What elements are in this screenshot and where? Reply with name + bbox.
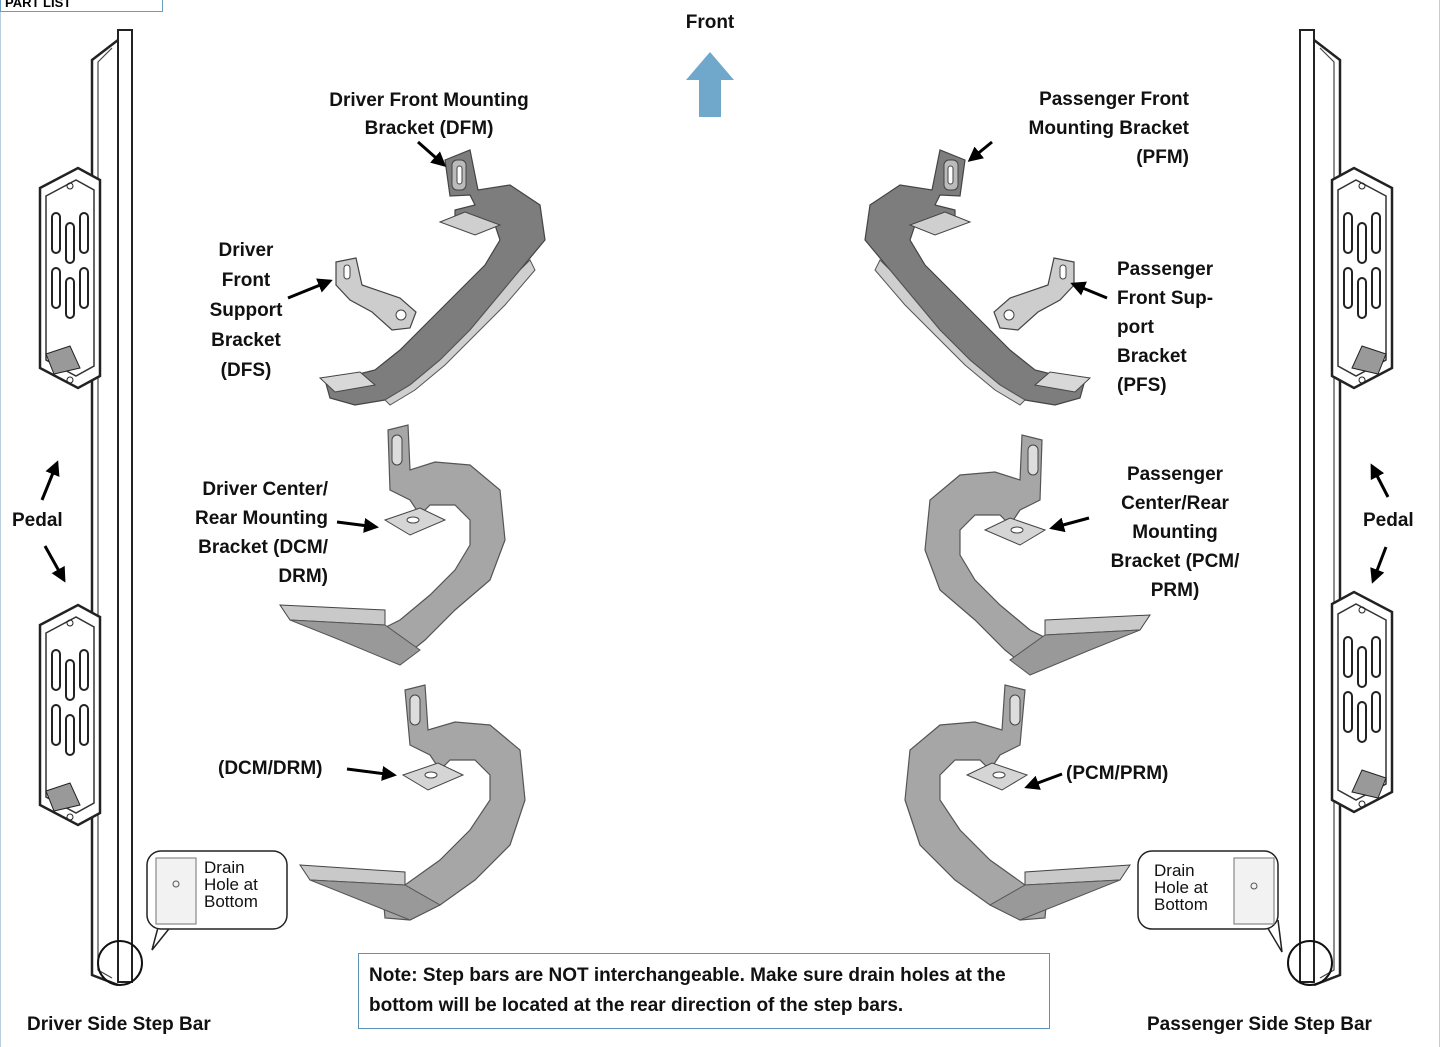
- label-pedal-right: Pedal: [1363, 510, 1414, 531]
- drain-callout-left: [97, 850, 288, 986]
- label-pfs: Passenger Front Sup- port Bracket (PFS): [1117, 259, 1214, 396]
- note-box: Note: Step bars are NOT interchangeable.…: [358, 953, 1050, 1029]
- label-pedal-left: Pedal: [12, 510, 63, 531]
- label-passenger-side-step-bar: Passenger Side Step Bar: [1147, 1014, 1372, 1035]
- driver-center-rear-bracket-1: [279, 424, 506, 666]
- label-drain-left: Drain Hole at Bottom: [204, 858, 258, 911]
- front-arrow-icon: [686, 52, 734, 117]
- passenger-step-bar: [1299, 29, 1394, 987]
- label-pcm-2: (PCM/PRM): [1066, 763, 1169, 784]
- label-dcm-2: (DCM/DRM): [218, 758, 323, 779]
- driver-center-rear-bracket-2: [299, 684, 526, 921]
- front-direction-label: Front: [685, 12, 735, 33]
- label-drain-right: Drain Hole at Bottom: [1154, 861, 1208, 914]
- label-pcm: Passenger Center/Rear Mounting Bracket (…: [1110, 464, 1240, 601]
- passenger-front-mounting-bracket: [864, 149, 1092, 406]
- passenger-center-rear-bracket-2: [904, 684, 1131, 921]
- drain-callout-right: [1137, 850, 1333, 986]
- driver-front-support-bracket: [335, 257, 417, 331]
- driver-front-mounting-bracket: [318, 149, 546, 406]
- label-dcm: Driver Center/ Rear Mounting Bracket (DC…: [195, 479, 328, 587]
- label-dfm: Driver Front Mounting Bracket (DFM): [329, 90, 529, 139]
- driver-pedal-upper: [38, 166, 102, 390]
- driver-step-bar: [38, 29, 133, 987]
- label-driver-side-step-bar: Driver Side Step Bar: [27, 1014, 211, 1035]
- label-pfm: Passenger Front Mounting Bracket (PFM): [1028, 89, 1189, 168]
- passenger-front-support-bracket: [993, 257, 1075, 331]
- driver-pedal-lower: [38, 603, 102, 827]
- label-dfs: Driver Front Support Bracket (DFS): [209, 240, 283, 381]
- passenger-center-rear-bracket-1: [924, 434, 1151, 676]
- part-list-tag: PART LIST: [0, 0, 163, 12]
- leader-arrows: [40, 140, 1390, 790]
